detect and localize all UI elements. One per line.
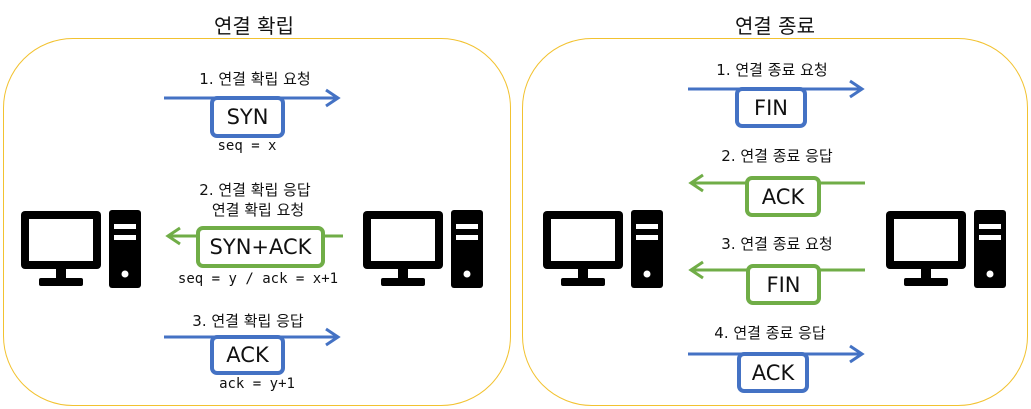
syn-packet: SYN [210,96,285,138]
desktop-computer-icon [363,210,483,288]
ack-packet-2: ACK [737,352,809,393]
handshake-title: 연결 확립 [214,14,294,38]
step-3-label: 3. 연결 확립 응답 [192,312,304,330]
step-2-label-line1: 2. 연결 확립 응답 [199,181,311,199]
fin-step-2-label: 2. 연결 종료 응답 [721,147,833,165]
desktop-computer-icon [21,210,141,288]
fin-step-3-label: 3. 연결 종료 요청 [721,235,833,253]
handshake-panel [3,38,511,406]
termination-title: 연결 종료 [735,14,815,38]
step-2-label-line2: 연결 확립 요청 [211,201,305,219]
step-1-label: 1. 연결 확립 요청 [199,70,311,88]
step-2-note: seq = y / ack = x+1 [177,271,339,287]
fin-packet-1: FIN [735,87,807,128]
termination-panel [522,38,1028,406]
ack-packet-1: ACK [745,176,821,217]
fin-step-4-label: 4. 연결 종료 응답 [714,324,826,342]
syn-ack-packet: SYN+ACK [196,226,325,268]
step-3-note: ack = y+1 [219,376,295,392]
fin-step-1-label: 1. 연결 종료 요청 [716,61,828,79]
desktop-computer-icon [543,210,663,288]
fin-packet-2: FIN [746,264,821,305]
ack-packet: ACK [210,335,285,375]
desktop-computer-icon [886,210,1006,288]
step-1-note: seq = x [217,138,277,154]
